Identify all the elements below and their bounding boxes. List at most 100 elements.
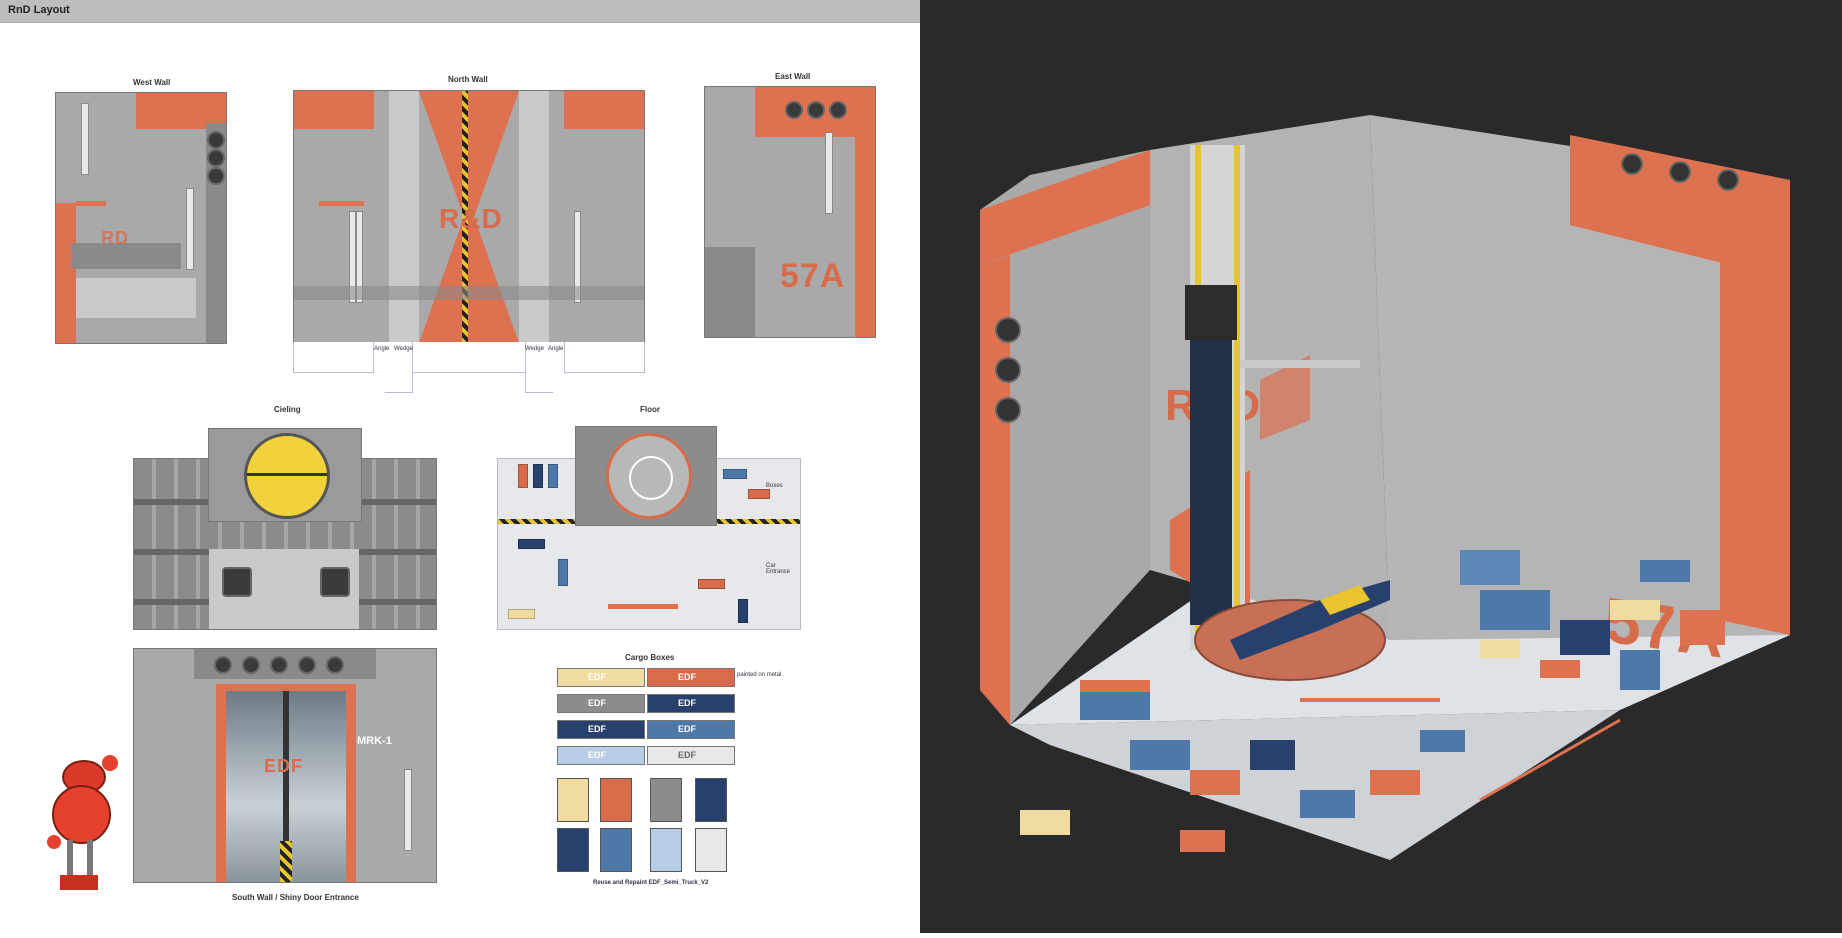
cargo-boxes-label: Cargo Boxes — [625, 653, 675, 662]
door-sign: MRK-1 — [357, 735, 392, 747]
truck-icon — [650, 828, 682, 872]
light-column — [519, 91, 549, 343]
fan-icon — [320, 567, 350, 597]
cargo-box — [518, 464, 528, 488]
vent-icon — [214, 656, 232, 674]
pipe — [574, 211, 581, 303]
north-wall-label: North Wall — [448, 75, 488, 84]
orange-shelf — [76, 201, 106, 206]
vent-icon — [207, 149, 225, 167]
cargo-box — [698, 579, 725, 589]
wedge-label-right: Wedge — [525, 346, 544, 352]
cargo-stack — [1480, 640, 1520, 658]
cargo-box — [558, 559, 568, 586]
cargo-stack — [1190, 770, 1240, 795]
robot-leg — [67, 840, 73, 880]
cargo-stack — [1420, 730, 1465, 752]
faded-stencil: RD — [101, 228, 129, 248]
truck-icon — [695, 778, 727, 822]
cargo-stack — [1250, 740, 1295, 770]
orange-band — [855, 127, 875, 337]
cargo-sample-orange: EDF — [647, 668, 735, 687]
vent-icon — [326, 656, 344, 674]
cargo-label: EDF — [678, 672, 696, 682]
pipe — [186, 188, 194, 270]
vent-icon — [207, 167, 225, 185]
cargo-stack — [1130, 740, 1190, 770]
cargo-stack — [1080, 680, 1150, 692]
shiny-door[interactable]: EDF — [226, 691, 346, 882]
robot-figure-icon — [1320, 585, 1370, 615]
wedge-label-left: Wedge — [394, 346, 413, 352]
cargo-label: EDF — [588, 698, 606, 708]
boxes-label: Boxes — [766, 483, 783, 489]
cargo-label: EDF — [678, 724, 696, 734]
cargo-stack — [1370, 770, 1420, 795]
angle-label-left: Angle — [374, 346, 390, 352]
truck-icon — [600, 828, 632, 872]
pipe — [356, 211, 363, 303]
cargo-box — [548, 464, 558, 488]
vent-icon — [270, 656, 288, 674]
orange-shelf — [319, 201, 364, 206]
south-wall-panel: EDF MRK-1 — [133, 648, 437, 883]
vent-icon — [995, 397, 1021, 423]
vent-icon — [242, 656, 260, 674]
cargo-box — [518, 539, 545, 549]
door-logo: EDF — [264, 756, 303, 776]
car-entrance-label: Car Entrance — [766, 563, 791, 575]
north-wall-base — [293, 342, 645, 373]
angle-label-right: Angle — [548, 346, 564, 352]
vent-icon — [1621, 153, 1643, 175]
cargo-box — [748, 489, 770, 499]
orange-x-shape — [1260, 355, 1310, 440]
orange-band — [980, 150, 1150, 265]
elevator-head — [1185, 285, 1237, 340]
turntable-icon — [606, 433, 692, 519]
cargo-label: EDF — [588, 672, 606, 682]
dark-panel — [705, 247, 755, 337]
render-view: R&D 57A — [920, 0, 1842, 933]
ceiling-hatch-icon — [244, 433, 330, 519]
truck-icon — [557, 828, 589, 872]
light-panel — [76, 278, 196, 318]
room-floor-front — [1010, 710, 1620, 860]
painted-note: painted on metal — [737, 672, 782, 678]
elevator-tower[interactable] — [1190, 285, 1232, 625]
cargo-sample-navy: EDF — [647, 694, 735, 713]
cargo-label: EDF — [678, 698, 696, 708]
cargo-stack — [1300, 790, 1355, 818]
robot-feet — [60, 875, 98, 890]
title-bar: RnD Layout — [0, 0, 920, 23]
dark-band — [71, 243, 181, 269]
pipe — [825, 132, 833, 214]
cargo-stack — [1460, 550, 1520, 585]
page-title: RnD Layout — [8, 4, 70, 16]
hazard-stripe — [462, 91, 468, 343]
ceiling-label: Cieling — [274, 405, 301, 414]
cargo-box — [723, 469, 747, 479]
orange-band — [294, 91, 374, 129]
north-wall-render — [980, 150, 1150, 725]
edf-floor-logo-icon — [629, 456, 673, 500]
truck-icon — [650, 778, 682, 822]
vent-icon — [807, 101, 825, 119]
cargo-box — [738, 599, 748, 623]
robot-hand — [47, 835, 61, 849]
vent-icon — [995, 317, 1021, 343]
cargo-stack — [1540, 660, 1580, 678]
north-wall-panel: R&D — [293, 90, 645, 344]
robot-hand — [102, 755, 118, 771]
floor-line — [608, 604, 678, 609]
truck-icon — [695, 828, 727, 872]
cargo-stack — [1020, 810, 1070, 835]
vent-icon — [207, 131, 225, 149]
vent-icon — [785, 101, 803, 119]
fan-icon — [222, 567, 252, 597]
hatch-seam — [247, 473, 327, 476]
vent-icon — [995, 357, 1021, 383]
robot-mascot-icon — [42, 745, 122, 890]
light-column — [389, 91, 419, 343]
vent-icon — [1717, 169, 1739, 191]
layout-sheet: RnD Layout West Wall RD North Wall R&D A… — [0, 0, 920, 933]
